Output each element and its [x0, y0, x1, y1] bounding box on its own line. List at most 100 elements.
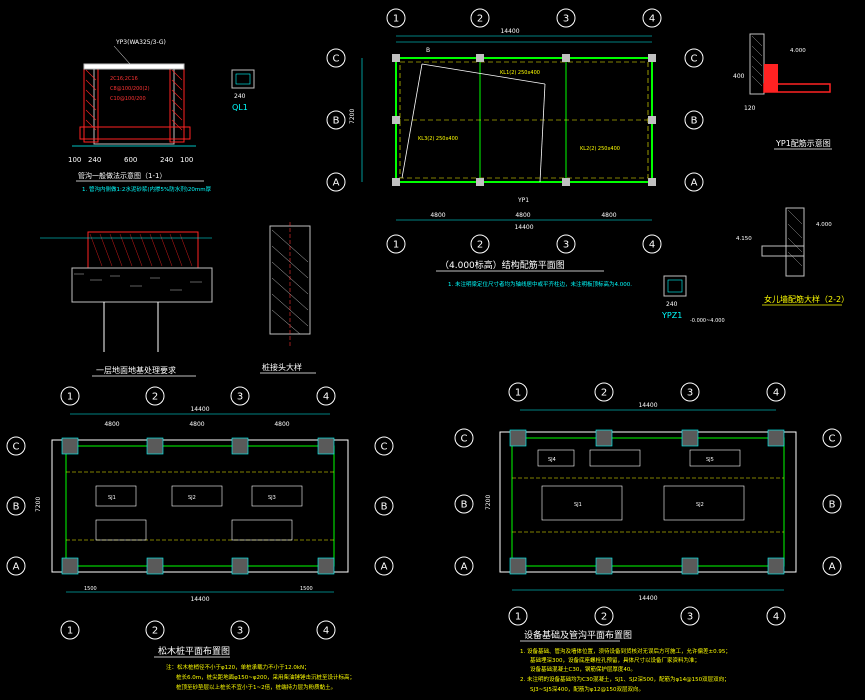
svg-text:3: 3 [563, 240, 569, 251]
svg-text:3: 3 [237, 626, 243, 637]
roof-axis-left-B: B [326, 110, 346, 130]
floor-detail: 一层地面地基处理要求 [40, 231, 213, 377]
svg-text:C: C [381, 442, 388, 453]
svg-text:4: 4 [773, 388, 779, 399]
equip-column [509, 557, 527, 575]
pile-note-2: 桩长6.0m，桩尖距地面φ150~φ200，采用柴油锤锤击沉桩至设计标高； [176, 673, 355, 681]
svg-text:2: 2 [152, 626, 158, 637]
svg-text:4: 4 [649, 14, 655, 25]
equip-dim-total: 14400 [638, 402, 657, 409]
svg-text:3: 3 [237, 392, 243, 403]
trench-dim-240a: 240 [88, 156, 101, 164]
pile-dim-1500a: 1500 [84, 586, 97, 592]
pile-axis-right-A: A [374, 556, 394, 576]
roof-plan: 14400 KL1(2) 250x400 KL2(2) 250x400 KL3(… [349, 28, 656, 288]
pile-axis-left-B: B [6, 496, 26, 516]
pile-column [146, 557, 164, 575]
equip-column [509, 429, 527, 447]
svg-text:4: 4 [323, 392, 329, 403]
yp1-level-4000: 4.000 [790, 48, 806, 54]
equip-axis-right-C: C [822, 428, 842, 448]
floor-title: 一层地面地基处理要求 [96, 365, 176, 375]
svg-text:A: A [333, 178, 340, 189]
svg-text:B: B [461, 500, 468, 511]
roof-axis-top-2: 2 [470, 8, 490, 28]
equip-tag-sj1: SJ1 [574, 502, 582, 508]
pile-plan: 14400 4800 4800 4800 SJ1 SJ2 SJ3 1500 15… [35, 406, 355, 691]
roof-dim-total: 14400 [500, 28, 519, 35]
equip-axis-left-B: B [454, 494, 474, 514]
trench-yp3-label: YP3(WA325/3-G) [115, 39, 166, 46]
pile-axis-right-B: B [374, 496, 394, 516]
pile-tag-sj2: SJ2 [188, 495, 196, 501]
pile-column [61, 437, 79, 455]
trench-rebar-a: 2C16;2C16 [110, 76, 138, 82]
svg-text:C: C [333, 54, 340, 65]
svg-text:3: 3 [687, 612, 693, 623]
pile-column [317, 557, 335, 575]
equip-column [767, 429, 785, 447]
roof-axis-left-C: C [326, 48, 346, 68]
pile-axis-bottom-4: 4 [316, 620, 336, 640]
roof-b-label: B [426, 47, 430, 54]
ypz1-dim: 240 [666, 301, 678, 308]
ypz1-title: YPZ1 [661, 311, 682, 320]
roof-kl1: KL1(2) 250x400 [500, 70, 540, 76]
roof-axis-bottom-2: 2 [470, 234, 490, 254]
equip-axis-bottom-3: 3 [680, 606, 700, 626]
pile-column [231, 557, 249, 575]
pile-column [146, 437, 164, 455]
trench-dim-100a: 100 [68, 156, 81, 164]
trench-rebar-b: C8@100/200(2) [110, 86, 150, 92]
roof-axis-right-C: C [684, 48, 704, 68]
svg-text:3: 3 [563, 14, 569, 25]
yp1-dim-120: 120 [744, 105, 756, 112]
equip-column [681, 557, 699, 575]
equipment-plan: 14400 SJ1 SJ2 SJ4 SJ5 14400 7200 设备基础及管沟… [485, 402, 797, 693]
equip-axis-top-3: 3 [680, 382, 700, 402]
svg-text:4: 4 [323, 626, 329, 637]
ypz1-section: 240 YPZ1 -0.000~4.000 [661, 275, 725, 324]
equip-column [681, 429, 699, 447]
roof-dim-bay2: 4800 [515, 212, 530, 219]
svg-text:B: B [691, 116, 698, 127]
equip-note-2: 基础埋深300，设备底座螺栓孔预留，具体尺寸以设备厂家资料为准； [530, 656, 700, 664]
pile-tag-sj3: SJ3 [268, 495, 276, 501]
svg-text:B: B [381, 502, 388, 513]
pile-joint-title: 桩接头大样 [262, 362, 302, 372]
svg-text:1: 1 [393, 240, 399, 251]
roof-axis-right-A: A [684, 172, 704, 192]
pile-axis-top-1: 1 [60, 386, 80, 406]
roof-axis-top-4: 4 [642, 8, 662, 28]
equip-axis-right-A: A [822, 556, 842, 576]
pile-dim-bay1: 4800 [104, 421, 119, 428]
roof-axis-left-A: A [326, 172, 346, 192]
equip-axis-right-B: B [822, 494, 842, 514]
equip-axis-left-C: C [454, 428, 474, 448]
equip-column [595, 557, 613, 575]
svg-text:A: A [829, 562, 836, 573]
pile-axis-left-A: A [6, 556, 26, 576]
trench-detail: 100 240 600 240 100 YP3(WA325/3-G) 2C16;… [68, 39, 212, 193]
equip-axis-left-A: A [454, 556, 474, 576]
svg-text:2: 2 [477, 14, 483, 25]
pile-dim-1500b: 1500 [300, 586, 313, 592]
roof-dim-bay1: 4800 [430, 212, 445, 219]
svg-text:1: 1 [515, 388, 521, 399]
svg-text:2: 2 [152, 392, 158, 403]
trench-dim-600: 600 [124, 156, 137, 164]
roof-note: 1. 未注明梁定位尺寸者均为轴线居中或平齐柱边，未注明板顶标高为4.000. [448, 280, 632, 288]
trench-dim-240b: 240 [160, 156, 173, 164]
roof-axis-top-1: 1 [386, 8, 406, 28]
parapet-title: 女儿墙配筋大样（2-2） [764, 294, 849, 304]
roof-title: （4.000标高）结构配筋平面图 [440, 259, 565, 271]
yp1-detail: 4.000 400 120 YP1配筋示意图 [733, 33, 832, 150]
roof-dim-total-bottom: 14400 [514, 224, 533, 231]
svg-text:1: 1 [515, 612, 521, 623]
ql1-title: QL1 [232, 103, 248, 112]
roof-yp1-label: YP1 [517, 197, 529, 204]
equip-axis-top-4: 4 [766, 382, 786, 402]
svg-text:A: A [381, 562, 388, 573]
pile-axis-bottom-1: 1 [60, 620, 80, 640]
